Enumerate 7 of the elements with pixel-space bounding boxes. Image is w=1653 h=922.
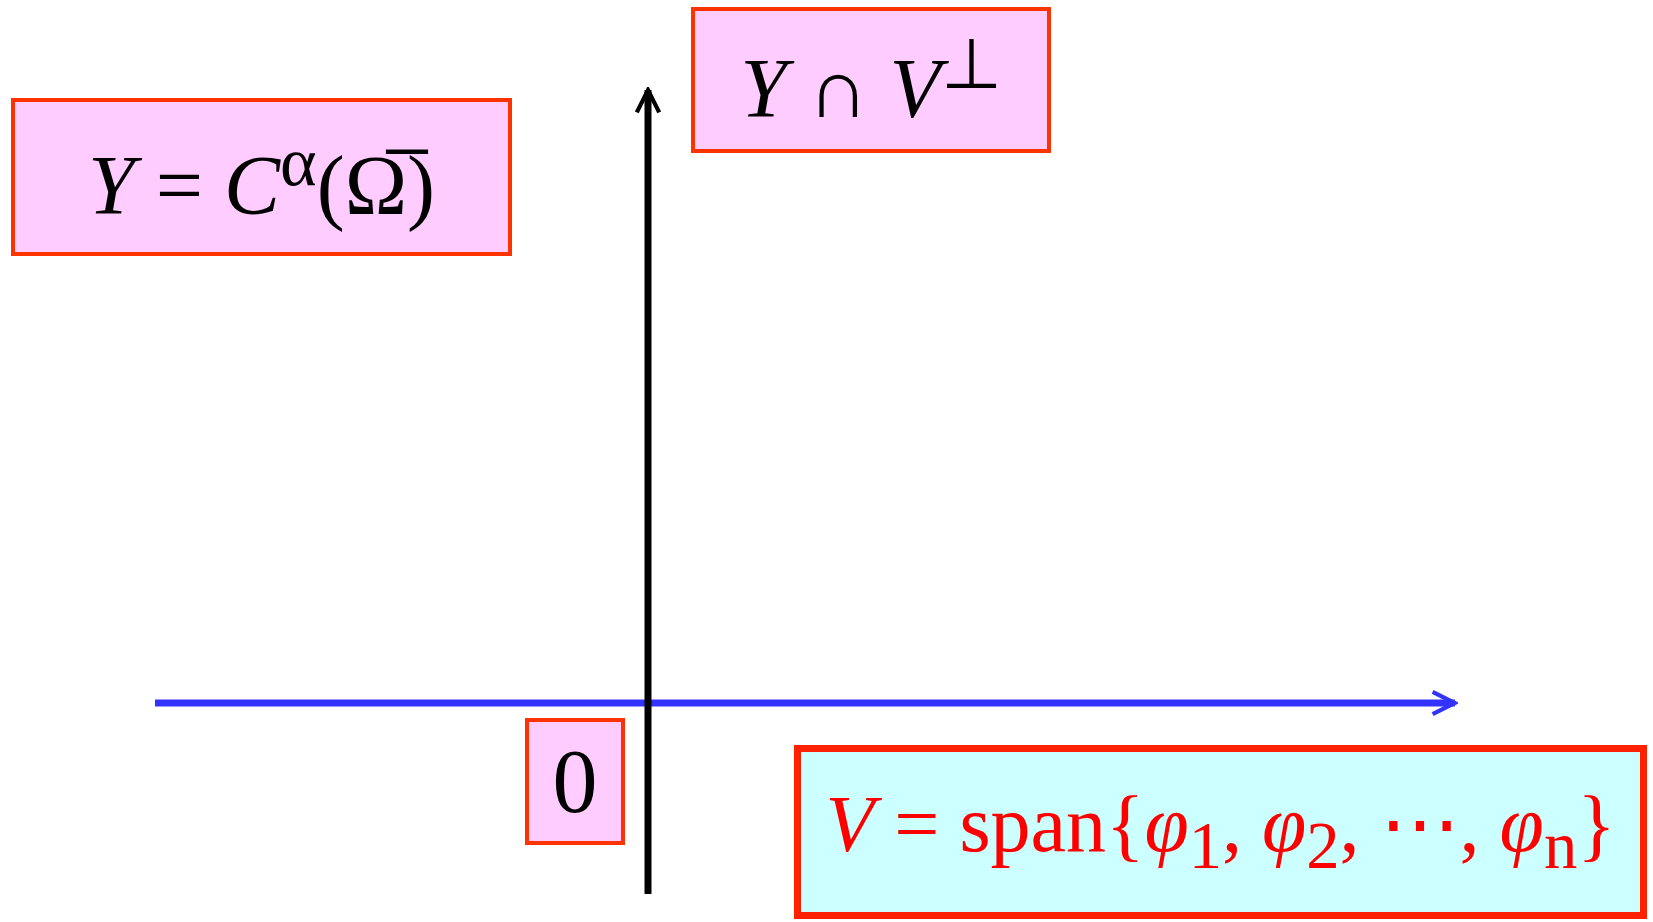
formula-box [794,745,1647,919]
formula-text: Y ∩ V$^{⊥}$ [740,29,1002,131]
formula-text: 0 [552,736,598,827]
formula-text: V = span{φ$_{1}$, φ$_{2}$, ⋯, φ$_{n}$} [825,784,1616,880]
formula-box [11,98,512,256]
origin-label [525,718,625,845]
formula-box [691,7,1051,153]
